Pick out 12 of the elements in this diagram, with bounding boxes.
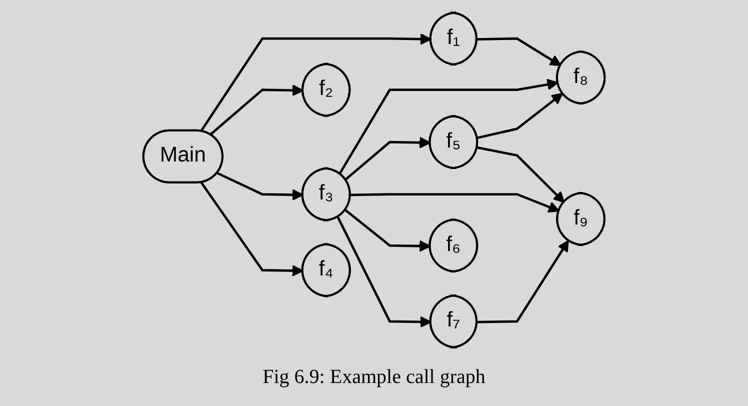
arrow <box>210 84 304 136</box>
arrow <box>338 78 559 174</box>
arrow <box>477 146 565 203</box>
arrow <box>477 240 569 324</box>
arrow <box>477 92 564 140</box>
arrow <box>350 193 560 213</box>
arrow <box>200 182 304 276</box>
arrow <box>344 209 431 252</box>
arrow <box>477 37 562 66</box>
arrow <box>344 136 431 181</box>
figure-caption: Fig 6.9: Example call graph <box>262 366 486 389</box>
arrow <box>336 216 432 328</box>
